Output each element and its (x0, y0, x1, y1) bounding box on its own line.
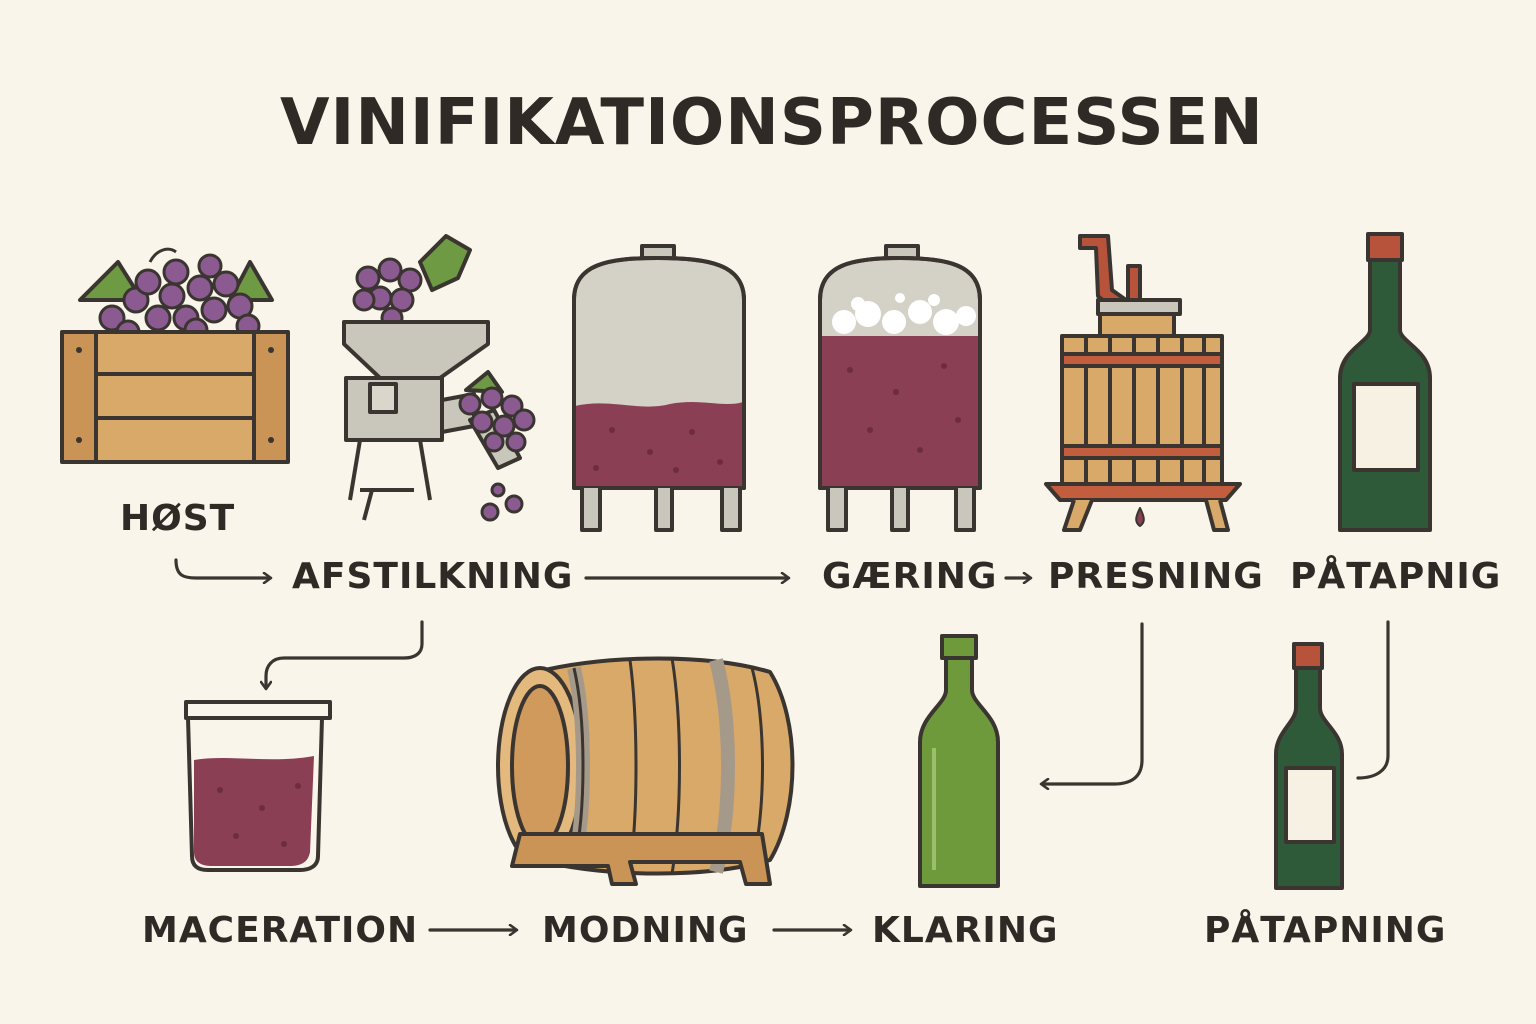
steel-tank-icon (572, 244, 746, 532)
wine-bottle-icon (1338, 232, 1432, 532)
step-label-klaring: KLARING (872, 910, 1059, 951)
small-bottle-icon (1274, 642, 1344, 890)
destemmer-icon (342, 234, 536, 522)
oak-barrel-icon (496, 656, 795, 886)
grape-crate-icon (60, 247, 290, 464)
diagram-title: VINIFIKATIONSPROCESSEN (280, 86, 1264, 160)
arrow-presning-klaring (1042, 622, 1144, 784)
fermentation-tank-icon (818, 244, 982, 532)
arrow-host-afstilkning (174, 558, 270, 578)
step-label-presning: PRESNING (1048, 556, 1264, 597)
step-label-gaering: GÆRING (822, 556, 998, 597)
step-label-afstilkning: AFSTILKNING (292, 556, 574, 597)
wine-press-icon (1044, 234, 1242, 532)
maceration-jar-icon (184, 700, 332, 872)
step-label-modning: MODNING (542, 910, 749, 951)
green-bottle-icon (918, 634, 1000, 888)
step-label-paatapning: PÅTAPNING (1204, 910, 1447, 951)
arrow-afstilkning-maceration (266, 620, 424, 688)
step-label-paatapnig: PÅTAPNIG (1290, 556, 1502, 597)
connector-paatapnig (1356, 620, 1390, 780)
step-label-host: HØST (120, 498, 236, 539)
step-label-maceration: MACERATION (142, 910, 419, 951)
